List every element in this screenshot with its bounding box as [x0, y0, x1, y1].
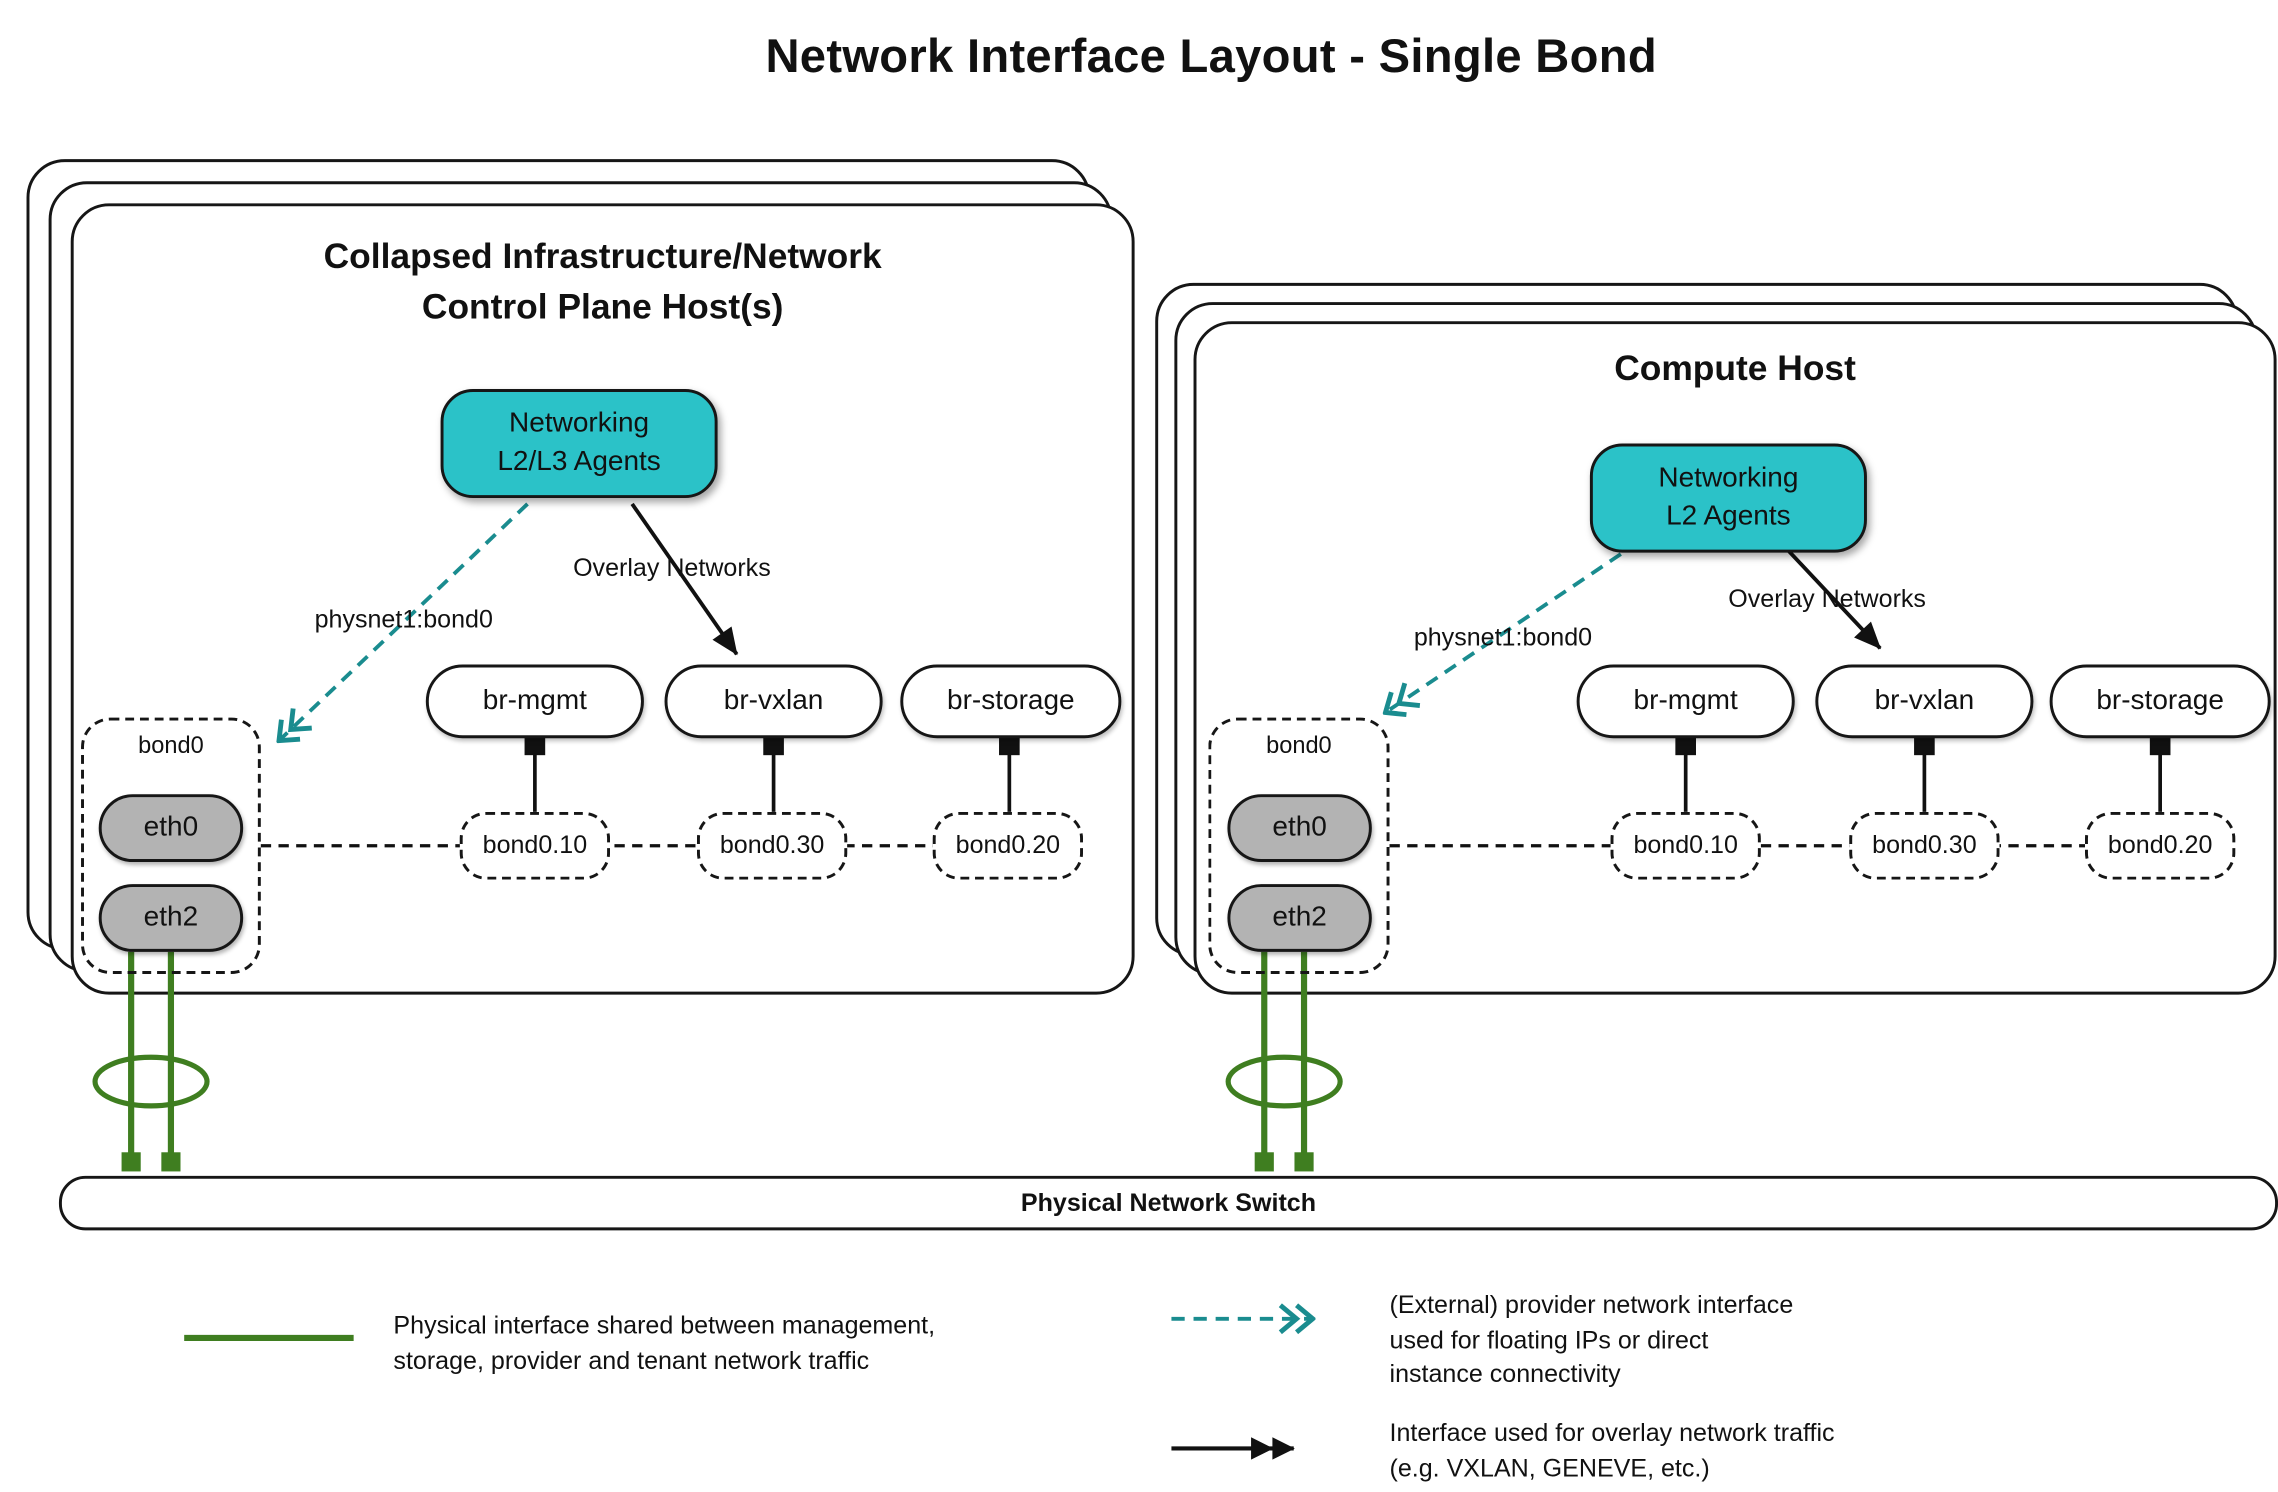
control-bond0-group: bond0 — [81, 717, 261, 974]
compute-host-card — [1193, 321, 2277, 995]
compute-bond0-label: bond0 — [1266, 733, 1332, 759]
compute-bridge-mgmt: br-mgmt — [1576, 664, 1795, 739]
control-nic-eth0: eth0 — [98, 794, 244, 862]
control-subif-bond0-30: bond0.30 — [696, 811, 848, 880]
compute-bond0-group: bond0 — [1208, 717, 1390, 974]
compute-bridge-storage: br-storage — [2049, 664, 2271, 739]
compute-host-title: Compute Host — [1614, 349, 1856, 390]
compute-subif-bond0-20: bond0.20 — [2085, 811, 2236, 880]
control-bridge-connectors — [524, 734, 1020, 812]
compute-bridge-vxlan: br-vxlan — [1815, 664, 2034, 739]
control-bond0-label: bond0 — [138, 733, 204, 759]
compute-nic-eth0: eth0 — [1227, 794, 1372, 862]
control-overlay-arrow-label: Overlay Networks — [573, 554, 771, 583]
control-nic-eth2: eth2 — [98, 884, 244, 952]
physical-switch-label: Physical Network Switch — [1020, 1188, 1317, 1217]
control-subif-bond0-20: bond0.20 — [932, 811, 1084, 880]
control-physical-links — [92, 951, 210, 1172]
physical-switch-bar — [58, 1175, 2278, 1231]
compute-provider-arrow-label: physnet1:bond0 — [1413, 623, 1593, 652]
compute-overlay-arrow — [1785, 548, 1882, 650]
legend-provider-text: (External) provider network interface us… — [1389, 1290, 1794, 1389]
control-provider-arrow — [280, 502, 529, 740]
control-overlay-arrow — [630, 502, 739, 656]
legend-overlay-text: Interface used for overlay network traff… — [1389, 1418, 1835, 1482]
control-provider-arrow-label: physnet1:bond0 — [314, 605, 493, 634]
compute-subif-bond0-30: bond0.30 — [1849, 811, 2000, 880]
compute-bond-ellipse — [1225, 1054, 1343, 1109]
compute-provider-arrow — [1387, 552, 1622, 712]
control-bridge-vxlan: br-vxlan — [664, 664, 883, 739]
compute-bridge-connectors — [1675, 734, 2171, 812]
compute-subif-bond0-10: bond0.10 — [1610, 811, 1761, 880]
compute-overlay-arrow-label: Overlay Networks — [1728, 584, 1926, 613]
control-host-title: Collapsed Infrastructure/Network Control… — [323, 237, 882, 328]
compute-physical-links — [1225, 951, 1343, 1172]
compute-agent-box: Networking L2 Agents — [1589, 443, 1867, 553]
control-bridge-storage: br-storage — [900, 664, 1122, 739]
legend-physical-text: Physical interface shared between manage… — [393, 1311, 936, 1375]
control-bridge-mgmt: br-mgmt — [425, 664, 644, 739]
page-title: Network Interface Layout - Single Bond — [765, 29, 1657, 83]
control-agent-box: Networking L2/L3 Agents — [440, 389, 718, 499]
control-subif-bond0-10: bond0.10 — [459, 811, 611, 880]
control-bond-ellipse — [92, 1054, 210, 1109]
compute-nic-eth2: eth2 — [1227, 884, 1372, 952]
